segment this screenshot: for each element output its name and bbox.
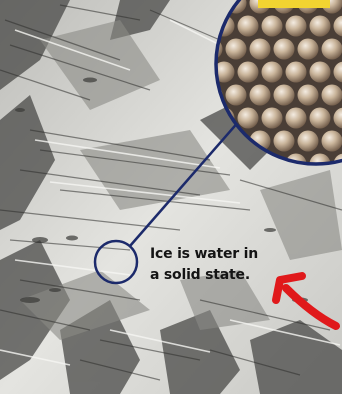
water-molecule xyxy=(310,62,331,83)
water-molecule xyxy=(298,39,319,60)
water-molecule xyxy=(226,85,247,106)
water-molecule xyxy=(226,39,247,60)
caption-line-2: a solid state. xyxy=(150,265,280,286)
water-molecule xyxy=(274,39,295,60)
water-molecule xyxy=(238,62,259,83)
water-molecule xyxy=(262,62,283,83)
water-molecule xyxy=(322,131,342,152)
water-molecule xyxy=(238,108,259,129)
water-molecule xyxy=(262,108,283,129)
water-molecule xyxy=(238,16,259,37)
water-molecule xyxy=(250,85,271,106)
water-molecule xyxy=(310,16,331,37)
water-molecule xyxy=(286,62,307,83)
water-molecule xyxy=(262,16,283,37)
water-molecule xyxy=(286,108,307,129)
water-molecule xyxy=(322,39,342,60)
water-molecule xyxy=(274,131,295,152)
water-molecule xyxy=(250,39,271,60)
water-molecule xyxy=(298,131,319,152)
water-molecule xyxy=(274,85,295,106)
caption: Ice is water in a solid state. xyxy=(150,244,280,286)
water-molecule xyxy=(298,85,319,106)
water-molecule xyxy=(286,16,307,37)
water-molecule xyxy=(322,85,342,106)
caption-line-1: Ice is water in xyxy=(150,244,280,265)
label-tab xyxy=(258,0,330,8)
water-molecule xyxy=(310,108,331,129)
